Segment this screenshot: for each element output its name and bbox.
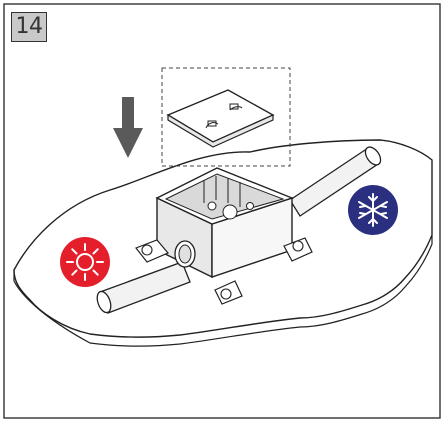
lid-highlight-box [161,67,291,167]
snowflake-icon [348,185,398,235]
arrow-down-icon [113,97,143,158]
cable-right [289,146,382,217]
junction-box [135,167,313,305]
cable-left [96,261,191,314]
sun-icon [60,237,110,287]
step-number-badge: 14 [11,12,47,42]
junction-box-lid [166,89,275,148]
